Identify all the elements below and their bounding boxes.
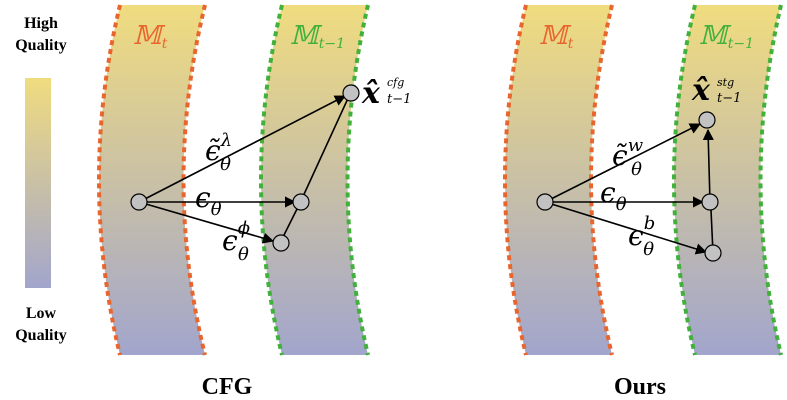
- manifold-t1-left-border: [672, 4, 697, 356]
- label-epsilon-tilde-main: ϵ̃: [612, 139, 628, 172]
- label-result-sup: stg: [717, 76, 734, 89]
- manifold-t-label: 𝕄t: [133, 21, 168, 52]
- high-label-line2: Quality: [15, 37, 67, 54]
- b-point: [704, 244, 722, 262]
- caption-cfg: CFG: [202, 374, 253, 400]
- label-result-main: x̂: [691, 73, 711, 108]
- label-epsilon-sub: θ: [616, 194, 627, 215]
- manifold-t-right-border: [181, 4, 207, 356]
- label-epsilon-main: ϵ: [195, 181, 211, 214]
- label-epsilon-phi-sup: ϕ: [238, 218, 250, 239]
- manifold-t1-right-border: [345, 4, 370, 356]
- label-epsilon-phi-main: ϵ: [222, 224, 238, 257]
- epsilon-point: [292, 193, 310, 211]
- manifold-t-label-sub: t: [568, 36, 574, 52]
- manifold-t1-label: 𝕄t−1: [699, 21, 754, 52]
- origin-point: [536, 193, 554, 211]
- manifold-t-left-border: [503, 4, 528, 356]
- label-result-sup: cfg: [387, 76, 404, 89]
- label-epsilon-tilde-sup: λ: [220, 130, 232, 151]
- quality-gradient-bar: [25, 78, 51, 288]
- manifold-t-band: [99, 5, 205, 355]
- label-epsilon-tilde-main: ϵ̃: [205, 134, 221, 167]
- manifold-t1-label-sub: t−1: [319, 36, 345, 52]
- label-result: x̂: [691, 73, 711, 108]
- arrow-epsilon-b: [544, 201, 708, 255]
- label-result: x̂: [361, 76, 381, 111]
- label-epsilon-b-main: ϵ: [628, 219, 644, 252]
- label-epsilon-tilde-sub: θ: [631, 159, 642, 180]
- label-epsilon-sub: θ: [211, 199, 222, 220]
- phi-point: [272, 234, 290, 252]
- link-epsilon-to-result: [702, 128, 714, 203]
- arrow-epsilon-tilde: [544, 123, 702, 203]
- label-epsilon-b-sup: b: [644, 213, 656, 234]
- link-epsilon-to-result: [299, 93, 351, 204]
- label-result-sub: t−1: [717, 91, 741, 106]
- manifold-t-label-main: 𝕄: [133, 21, 166, 51]
- high-label-line1: High: [24, 15, 58, 32]
- epsilon-point: [701, 193, 719, 211]
- manifold-t1-label-main: 𝕄: [290, 21, 323, 51]
- label-epsilon-b-sub: θ: [643, 239, 654, 260]
- manifold-t-left-border: [97, 4, 122, 356]
- arrow-epsilon-tilde: [138, 95, 346, 203]
- manifold-t-label-sub: t: [162, 36, 168, 52]
- label-result-sub: t−1: [387, 92, 411, 107]
- manifold-t1-left-border: [259, 4, 284, 356]
- manifold-t-label-main: 𝕄: [539, 21, 572, 51]
- label-epsilon-phi-sub: θ: [238, 244, 249, 265]
- manifold-t-band: [505, 5, 612, 355]
- manifold-t1-right-border: [758, 4, 783, 356]
- quality-legend: High Quality Low Quality: [15, 15, 67, 344]
- label-epsilon-tilde-sub: θ: [220, 154, 231, 175]
- label-epsilon-main: ϵ: [600, 176, 616, 209]
- origin-point: [130, 193, 148, 211]
- label-epsilon: ϵθ: [600, 176, 627, 215]
- result-point: [698, 111, 716, 129]
- caption-ours: Ours: [614, 374, 666, 400]
- manifold-t1-band: [674, 5, 781, 355]
- manifold-t1-label: 𝕄t−1: [290, 21, 345, 52]
- manifold-t1-band: [261, 5, 368, 355]
- label-result-main: x̂: [361, 76, 381, 111]
- arrow-epsilon-phi: [138, 201, 275, 244]
- manifold-t1-label-sub: t−1: [728, 36, 754, 52]
- result-point: [342, 84, 360, 102]
- label-epsilon: ϵθ: [195, 181, 222, 220]
- low-label-line1: Low: [26, 305, 57, 322]
- manifold-t-right-border: [589, 4, 614, 356]
- manifold-t1-label-main: 𝕄: [699, 21, 732, 51]
- label-epsilon-tilde-sup: w: [628, 135, 644, 156]
- manifold-t-label: 𝕄t: [539, 21, 574, 52]
- low-label-line2: Quality: [15, 327, 67, 344]
